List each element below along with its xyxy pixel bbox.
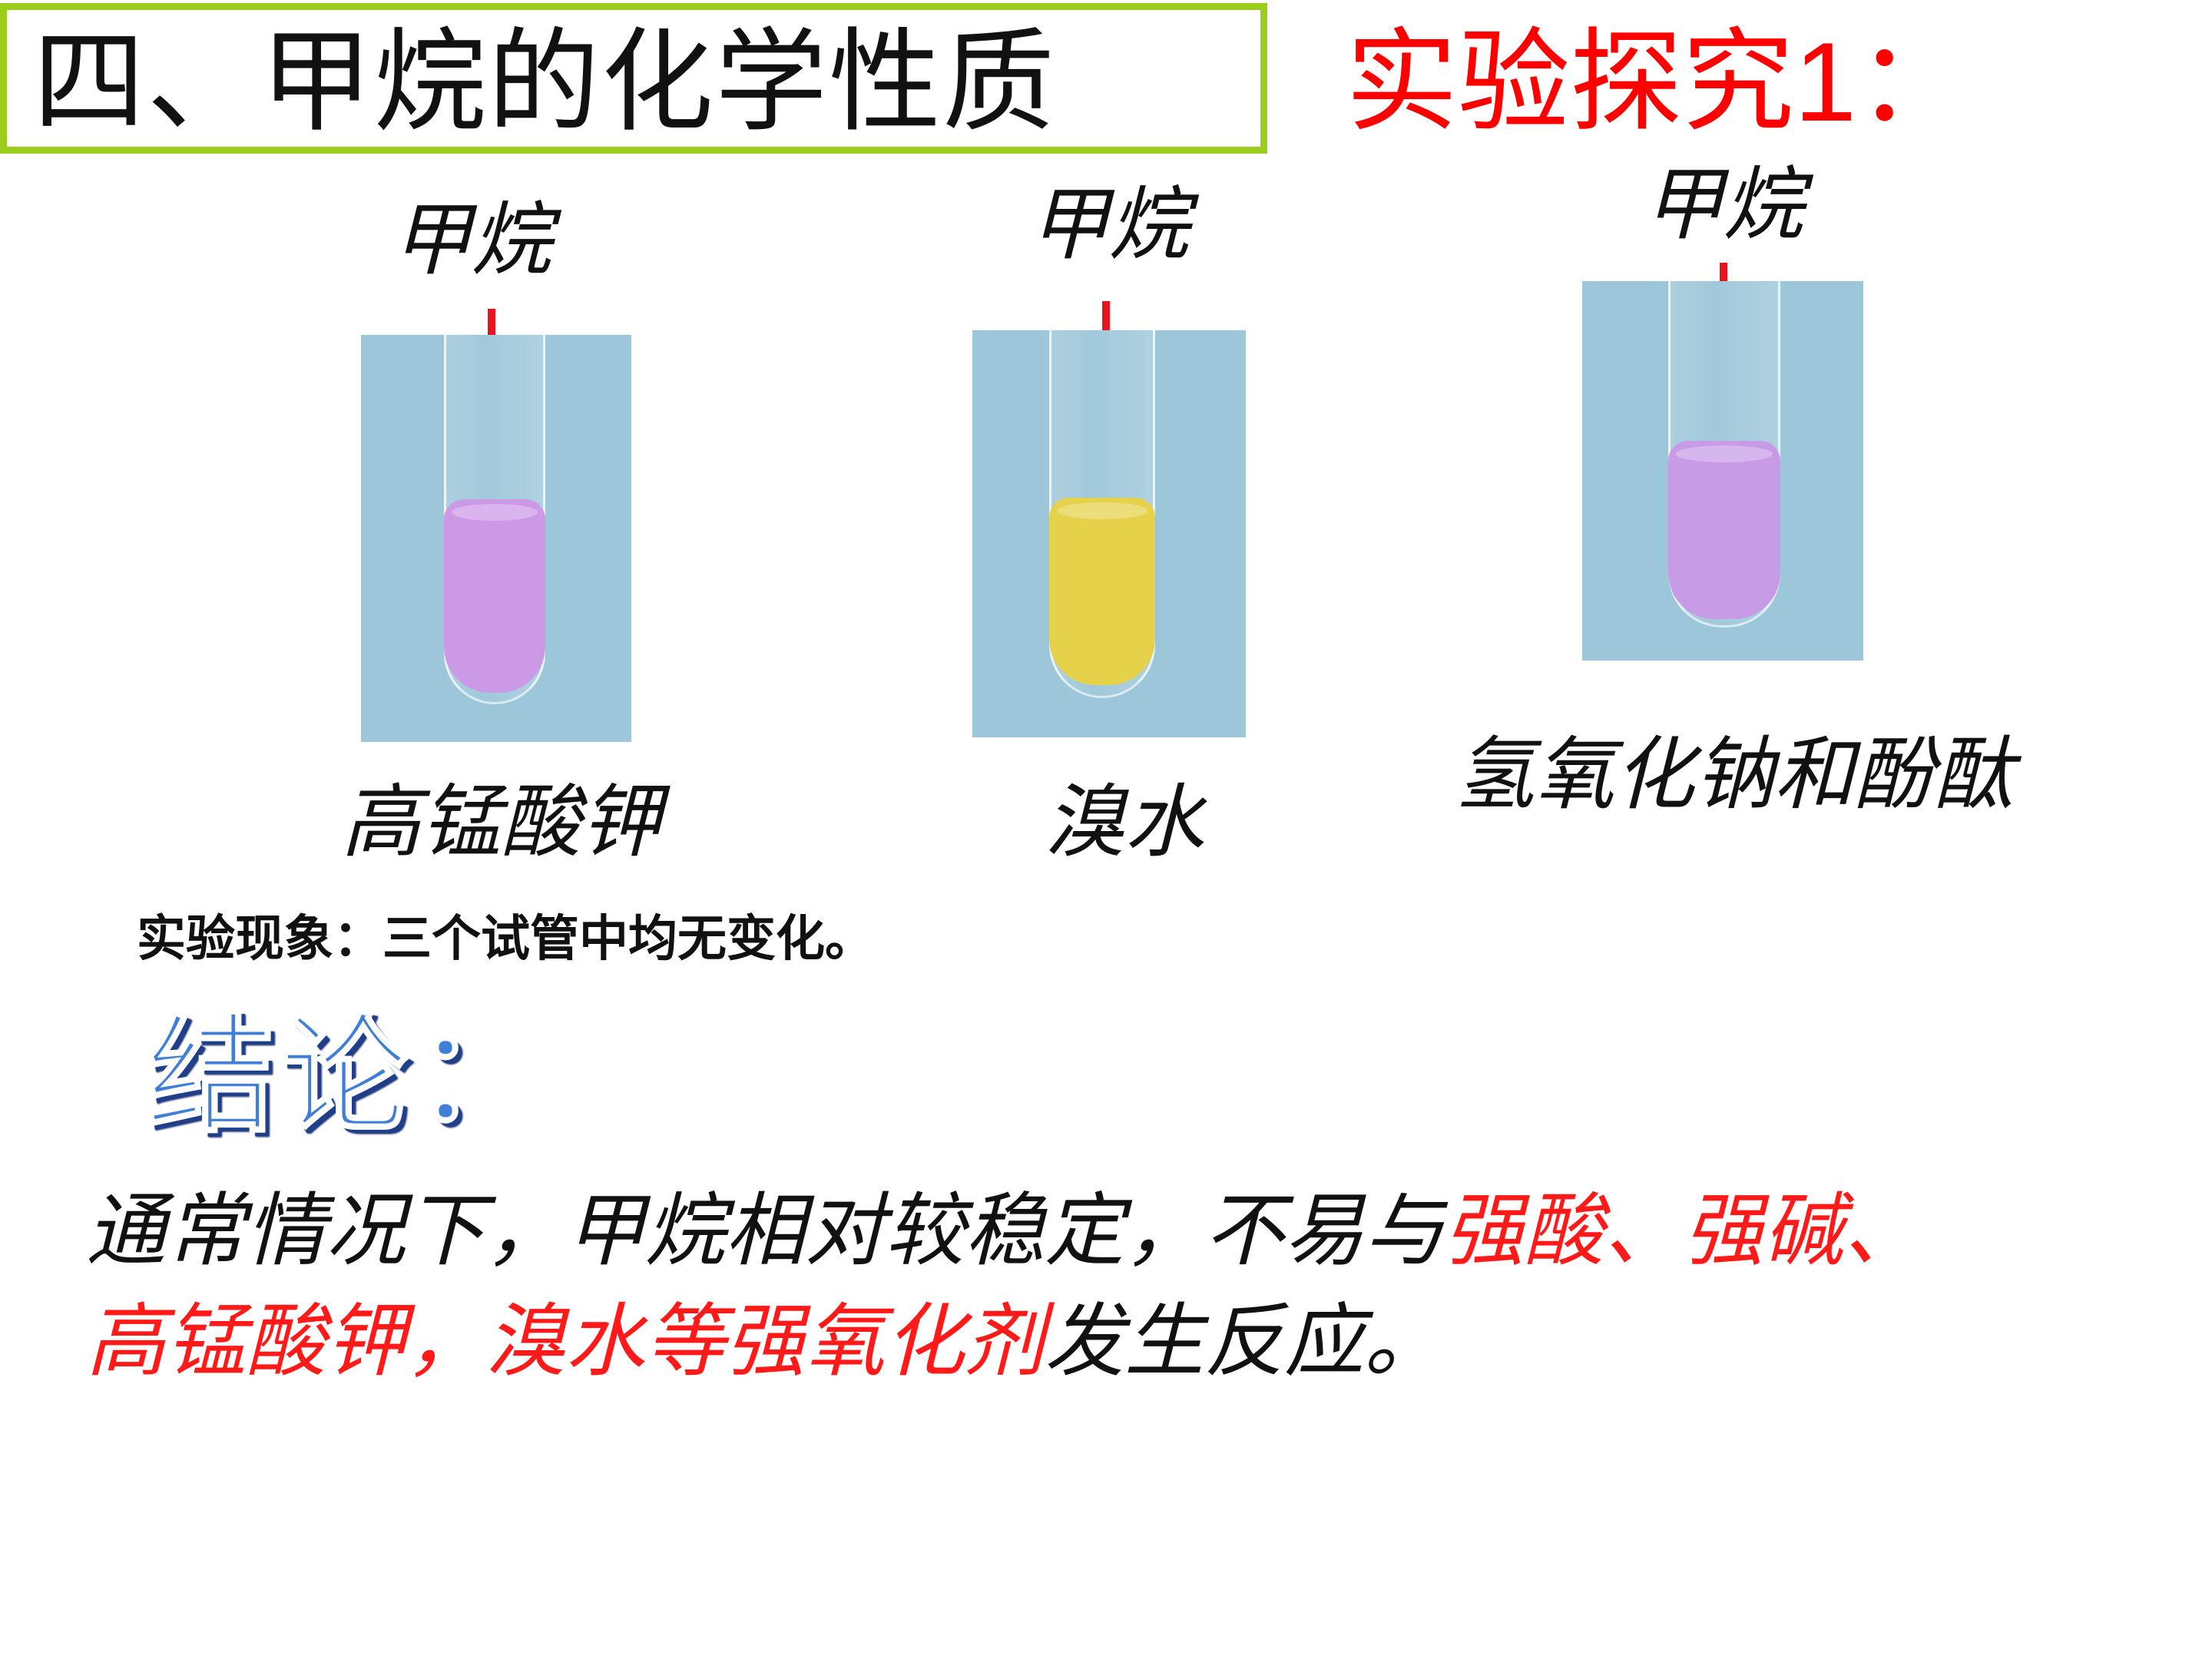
conclusion-text-red: 高锰酸钾，溴水等强氧化剂 <box>86 1294 1045 1388</box>
tube-bottom-label: 氢氧化钠和酚酞 <box>1455 727 2015 821</box>
test-tube-photo <box>1582 281 1863 661</box>
tube-top-label: 甲烷 <box>392 193 552 286</box>
experiment-phenomenon: 实验现象：三个试管中均无变化。 <box>137 911 874 968</box>
conclusion-text-black: 通常情况下，甲烷相对较稳定，不易与 <box>86 1184 1445 1277</box>
tube-bottom-label: 溴水 <box>1045 775 1205 869</box>
conclusion-heading: 结论： <box>145 999 547 1152</box>
page-title: 四、甲烷的化学性质 <box>33 17 1056 147</box>
permanganate-solution <box>444 499 545 693</box>
bromine-water-solution <box>1049 498 1155 685</box>
conclusion-text-red: 强酸、强碱、 <box>1444 1184 1924 1277</box>
tube-top-label: 甲烷 <box>1029 177 1190 271</box>
conclusion-text-black: 发生反应。 <box>1045 1294 1445 1388</box>
title-box: 四、甲烷的化学性质 <box>0 3 1267 154</box>
conclusion-text: 通常情况下，甲烷相对较稳定，不易与强酸、强碱、 高锰酸钾，溴水等强氧化剂发生反应… <box>86 1175 2160 1396</box>
test-tube-photo <box>361 335 631 742</box>
tube-bottom-label: 高锰酸钾 <box>341 775 661 869</box>
test-tube-photo <box>972 330 1246 737</box>
conclusion-line-2: 高锰酸钾，溴水等强氧化剂发生反应。 <box>86 1286 2160 1396</box>
conclusion-line-1: 通常情况下，甲烷相对较稳定，不易与强酸、强碱、 <box>86 1175 2160 1286</box>
tube-top-label: 甲烷 <box>1644 157 1804 251</box>
experiment-title: 实验探究1： <box>1346 19 1969 144</box>
naoh-phenolphthalein-solution <box>1668 441 1780 619</box>
